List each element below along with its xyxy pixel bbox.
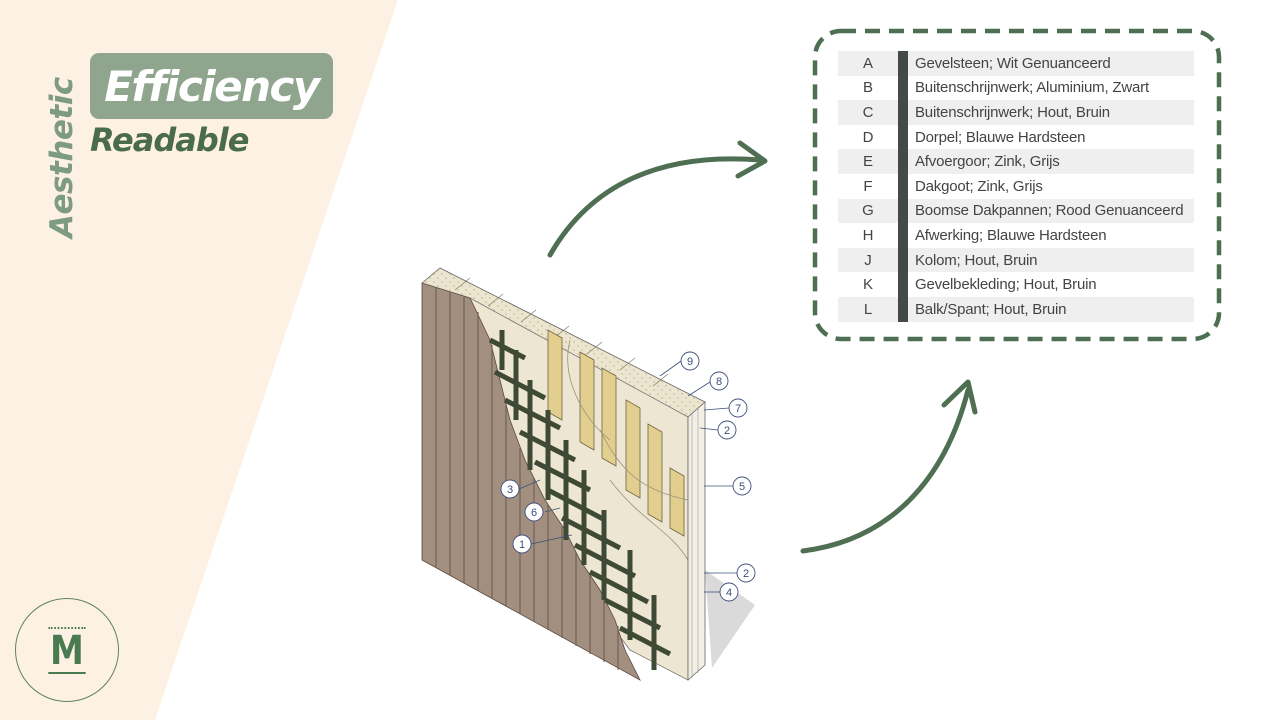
callout-9 (680, 351, 700, 371)
callout-3-label: 3 (507, 484, 513, 496)
legend-code: J (864, 251, 872, 269)
legend-label: Dorpel; Blauwe Hardsteen (915, 128, 1086, 146)
callout-1 (512, 534, 532, 554)
legend-row: H Afwerking; Blauwe Hardsteen (838, 223, 1194, 248)
legend-code: G (862, 202, 874, 220)
legend-label: Buitenschrijnwerk; Aluminium, Zwart (915, 79, 1149, 97)
m-monogram-logo: M (15, 598, 119, 702)
wall-shadow (705, 570, 755, 668)
legend-code: C (862, 103, 874, 121)
legend-label: Boomse Dakpannen; Rood Genuanceerd (915, 202, 1184, 220)
legend-divider-bar (898, 296, 908, 322)
legend-label: Dakgoot; Zink, Grijs (915, 177, 1043, 195)
wall-battens (488, 330, 672, 670)
title-readable: Readable (90, 121, 249, 159)
callout-4-label: 4 (726, 587, 732, 599)
legend-row: C Buitenschrijnwerk; Hout, Bruin (838, 100, 1194, 125)
callout-5-label: 5 (739, 481, 745, 493)
legend-label: Afwerking; Blauwe Hardsteen (915, 226, 1107, 244)
callout-9-label: 9 (687, 356, 693, 368)
curved-arrow-lower-icon (800, 379, 978, 554)
callout-4 (719, 582, 739, 602)
legend-label: Afvoergoor; Zink, Grijs (915, 153, 1060, 171)
wall-side-edge (687, 401, 706, 681)
legend-row: D Dorpel; Blauwe Hardsteen (838, 124, 1194, 150)
legend-divider-bar (898, 198, 908, 224)
legend-divider-bar (898, 173, 908, 199)
callout-2-lower (736, 563, 756, 583)
legend-row: K Gevelbekleding; Hout, Bruin (838, 272, 1194, 297)
cladding-boards (435, 288, 619, 670)
legend-divider-bar (898, 124, 908, 150)
legend-row: L Balk/Spant; Hout, Bruin (838, 296, 1194, 322)
logo-letter: M (48, 626, 86, 674)
legend-code: H (862, 226, 874, 244)
legend-divider-bar (898, 223, 908, 248)
callout-8-label: 8 (716, 376, 722, 388)
legend-label: Buitenschrijnwerk; Hout, Bruin (915, 103, 1110, 121)
legend-divider-bar (898, 51, 908, 76)
legend-label: Kolom; Hout, Bruin (915, 251, 1038, 269)
legend-code: A (862, 54, 873, 72)
curved-arrow-upper-icon (547, 140, 768, 258)
title-efficiency: Efficiency (104, 61, 320, 111)
legend-row: F Dakgoot; Zink, Grijs (838, 173, 1194, 199)
legend-row: B Buitenschrijnwerk; Aluminium, Zwart (838, 75, 1194, 101)
legend-divider-bar (898, 100, 908, 125)
legend-label: Gevelsteen; Wit Genuanceerd (915, 54, 1111, 72)
legend-row: G Boomse Dakpannen; Rood Genuanceerd (838, 198, 1194, 224)
callout-2-upper-label: 2 (724, 425, 730, 437)
callout-2-upper (717, 420, 737, 440)
legend-code: F (863, 177, 873, 195)
legend-divider-bar (898, 75, 908, 101)
callout-2-lower-label: 2 (743, 568, 749, 580)
callout-7 (728, 398, 748, 418)
legend-code: B (862, 79, 873, 97)
callout-6-label: 6 (531, 507, 537, 519)
legend-label: Balk/Spant; Hout, Bruin (915, 300, 1067, 318)
legend-frame (812, 28, 1222, 342)
legend-code: E (862, 153, 873, 171)
callout-5 (732, 476, 752, 496)
legend-code: L (863, 300, 873, 318)
callouts (500, 351, 756, 602)
legend-divider-bar (898, 149, 908, 174)
legend-row: J Kolom; Hout, Bruin (838, 247, 1194, 273)
legend-row: E Afvoergoor; Zink, Grijs (838, 149, 1194, 174)
legend-code: D (862, 128, 874, 146)
legend-divider-bar (898, 272, 908, 297)
callout-8 (709, 371, 729, 391)
legend-table: A Gevelsteen; Wit Genuanceerd B Buitensc… (838, 51, 1194, 322)
callout-3 (500, 479, 520, 499)
callout-7-label: 7 (735, 403, 741, 415)
wall-studs (547, 329, 685, 537)
legend-divider-bar (898, 247, 908, 273)
legend-label: Gevelbekleding; Hout, Bruin (915, 276, 1097, 294)
callout-1-label: 1 (519, 539, 525, 551)
legend-row: A Gevelsteen; Wit Genuanceerd (838, 51, 1194, 76)
legend-code: K (862, 276, 873, 294)
callout-6 (524, 502, 544, 522)
title-efficiency-box: Efficiency (90, 53, 333, 119)
